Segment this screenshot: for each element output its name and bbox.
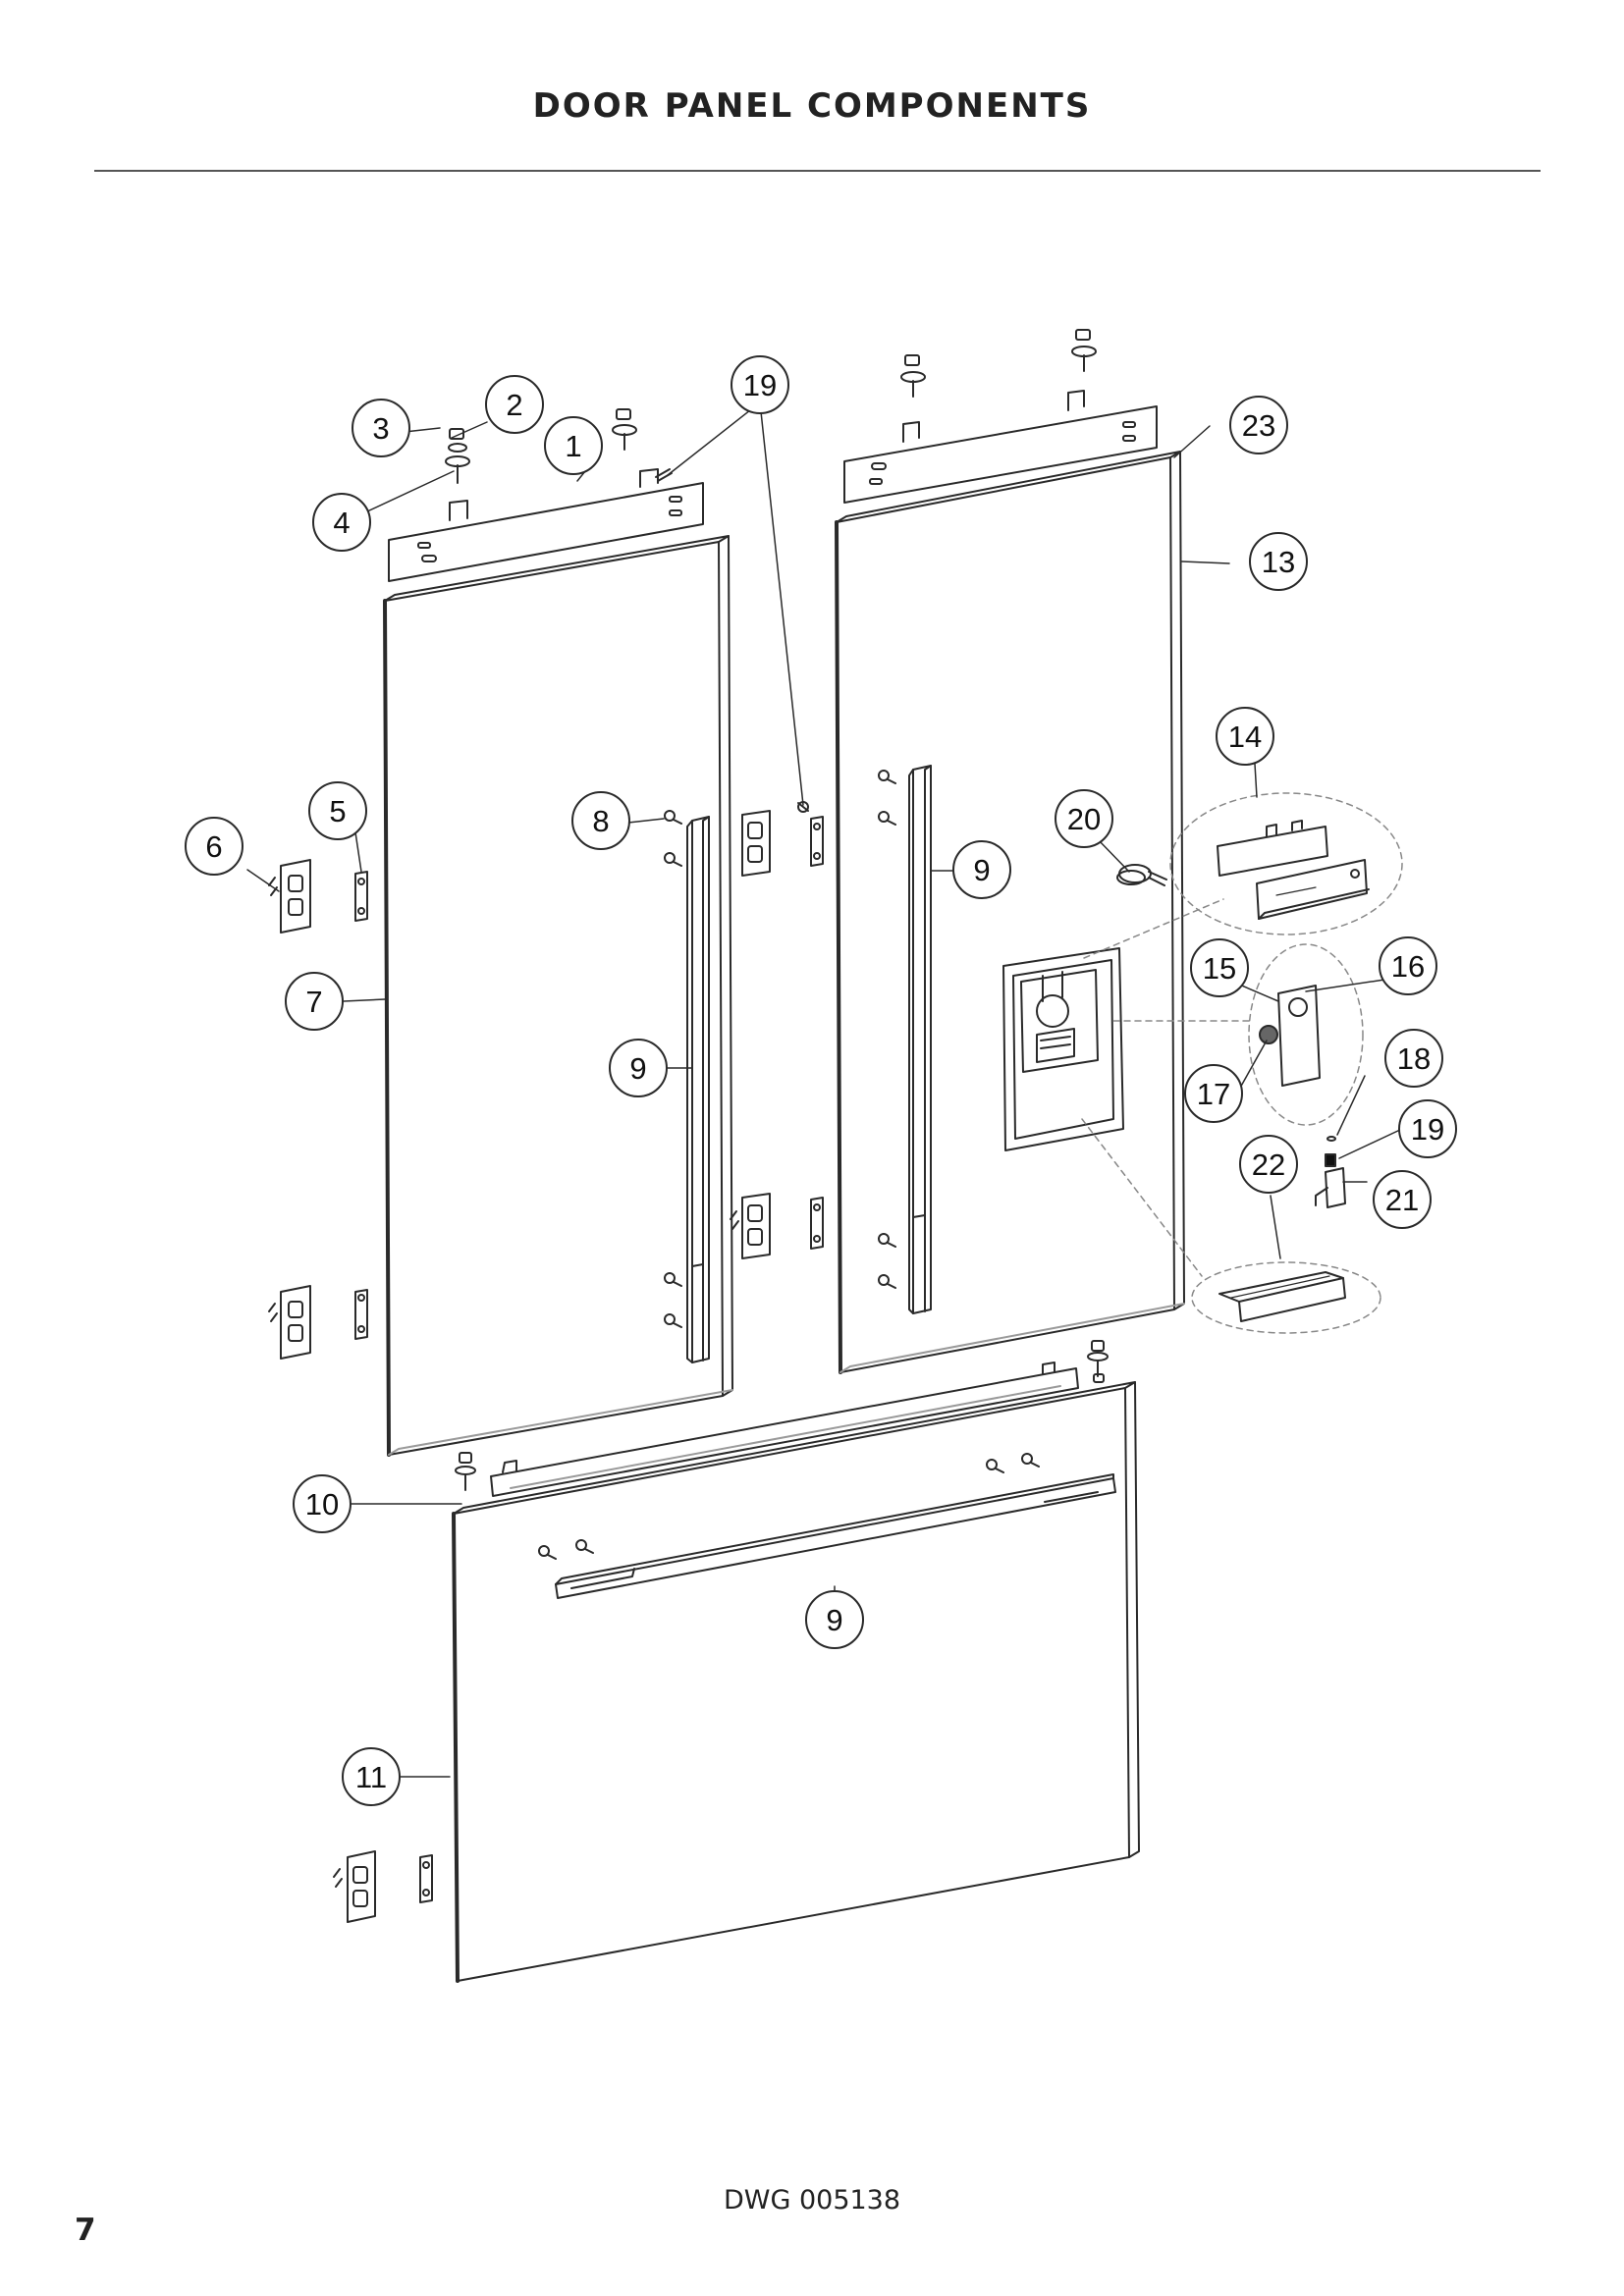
callout-5: 5 [308, 781, 367, 840]
control-module-detail [1169, 792, 1403, 935]
drawer-top-bracket [455, 1340, 1109, 1497]
callout-13: 14 [1216, 707, 1274, 766]
callout-4: 4 [312, 493, 371, 552]
callout-1: 1 [544, 416, 603, 475]
callout-15: 16 [1379, 936, 1437, 995]
svg-text:14: 14 [1228, 720, 1262, 754]
callout-12: 13 [1249, 532, 1308, 591]
drawing-number: DWG 005138 [723, 2185, 901, 2216]
callout-23: 23 [1229, 396, 1288, 454]
dispenser-recess [1002, 947, 1124, 1151]
page-title: DOOR PANEL COMPONENTS [532, 86, 1092, 126]
svg-text:13: 13 [1262, 545, 1295, 579]
callout-18: 19 [1398, 1099, 1457, 1158]
callout-11: 11 [342, 1747, 401, 1806]
callout-8: 8 [571, 791, 630, 850]
right-door-panel [835, 451, 1185, 1374]
screw-and-washer-set-left [445, 408, 673, 484]
callout-2: 2 [485, 375, 544, 434]
svg-text:7: 7 [305, 985, 322, 1019]
callout-7: 7 [285, 972, 344, 1031]
dispenser-paddle-detail [1248, 943, 1364, 1126]
callout-17: 18 [1384, 1029, 1443, 1088]
callout-21: 19 [731, 355, 789, 414]
svg-text:19: 19 [1411, 1112, 1444, 1147]
svg-text:5: 5 [329, 794, 346, 828]
svg-text:21: 21 [1385, 1183, 1419, 1217]
svg-text:9: 9 [826, 1603, 842, 1637]
svg-text:1: 1 [565, 429, 581, 463]
callout-9c: 9 [805, 1590, 864, 1649]
svg-text:3: 3 [372, 411, 389, 446]
callout-16: 17 [1184, 1064, 1243, 1123]
title-rule [94, 170, 1541, 172]
svg-text:17: 17 [1197, 1077, 1230, 1111]
svg-text:11: 11 [355, 1760, 387, 1794]
svg-text:22: 22 [1252, 1148, 1285, 1182]
page-number: 7 [75, 2213, 96, 2248]
right-door-handle [878, 765, 932, 1314]
drawer-handle [538, 1453, 1116, 1599]
left-door-handle [686, 816, 710, 1363]
svg-text:8: 8 [592, 804, 609, 838]
wire-harness [1116, 864, 1167, 886]
svg-text:2: 2 [506, 388, 522, 422]
drawer-panel [452, 1381, 1140, 1983]
svg-text:19: 19 [743, 368, 777, 402]
callout-22: 20 [1055, 789, 1113, 848]
callout-14: 15 [1190, 938, 1249, 997]
center-hinges [730, 801, 824, 1259]
drip-tray-detail [1191, 1261, 1381, 1334]
svg-text:18: 18 [1397, 1041, 1431, 1076]
left-door-panel [383, 535, 733, 1457]
callout-10: 10 [293, 1474, 352, 1533]
svg-text:9: 9 [973, 853, 990, 887]
callout-20: 22 [1239, 1135, 1298, 1194]
drawer-hinges [333, 1850, 433, 1923]
right-top-bracket [843, 329, 1158, 504]
detail-leaders [1081, 898, 1250, 1277]
svg-text:9: 9 [629, 1051, 646, 1086]
svg-text:6: 6 [205, 829, 222, 864]
callout-9a: 9 [952, 840, 1011, 899]
callout-9b: 9 [609, 1039, 668, 1097]
callout-leaders [246, 401, 1403, 1778]
svg-text:10: 10 [305, 1487, 339, 1522]
callout-19: 21 [1373, 1170, 1432, 1229]
svg-text:4: 4 [333, 506, 350, 540]
svg-text:23: 23 [1242, 408, 1275, 443]
left-door-hinges [268, 859, 368, 1360]
left-top-bracket [388, 468, 704, 582]
svg-text:16: 16 [1391, 949, 1425, 984]
svg-text:15: 15 [1203, 951, 1236, 986]
handle-screws-left [664, 810, 682, 1328]
lever-and-spring [1315, 1136, 1346, 1208]
callout-3: 3 [352, 399, 410, 457]
callout-6: 6 [185, 817, 244, 876]
svg-text:20: 20 [1067, 802, 1101, 836]
